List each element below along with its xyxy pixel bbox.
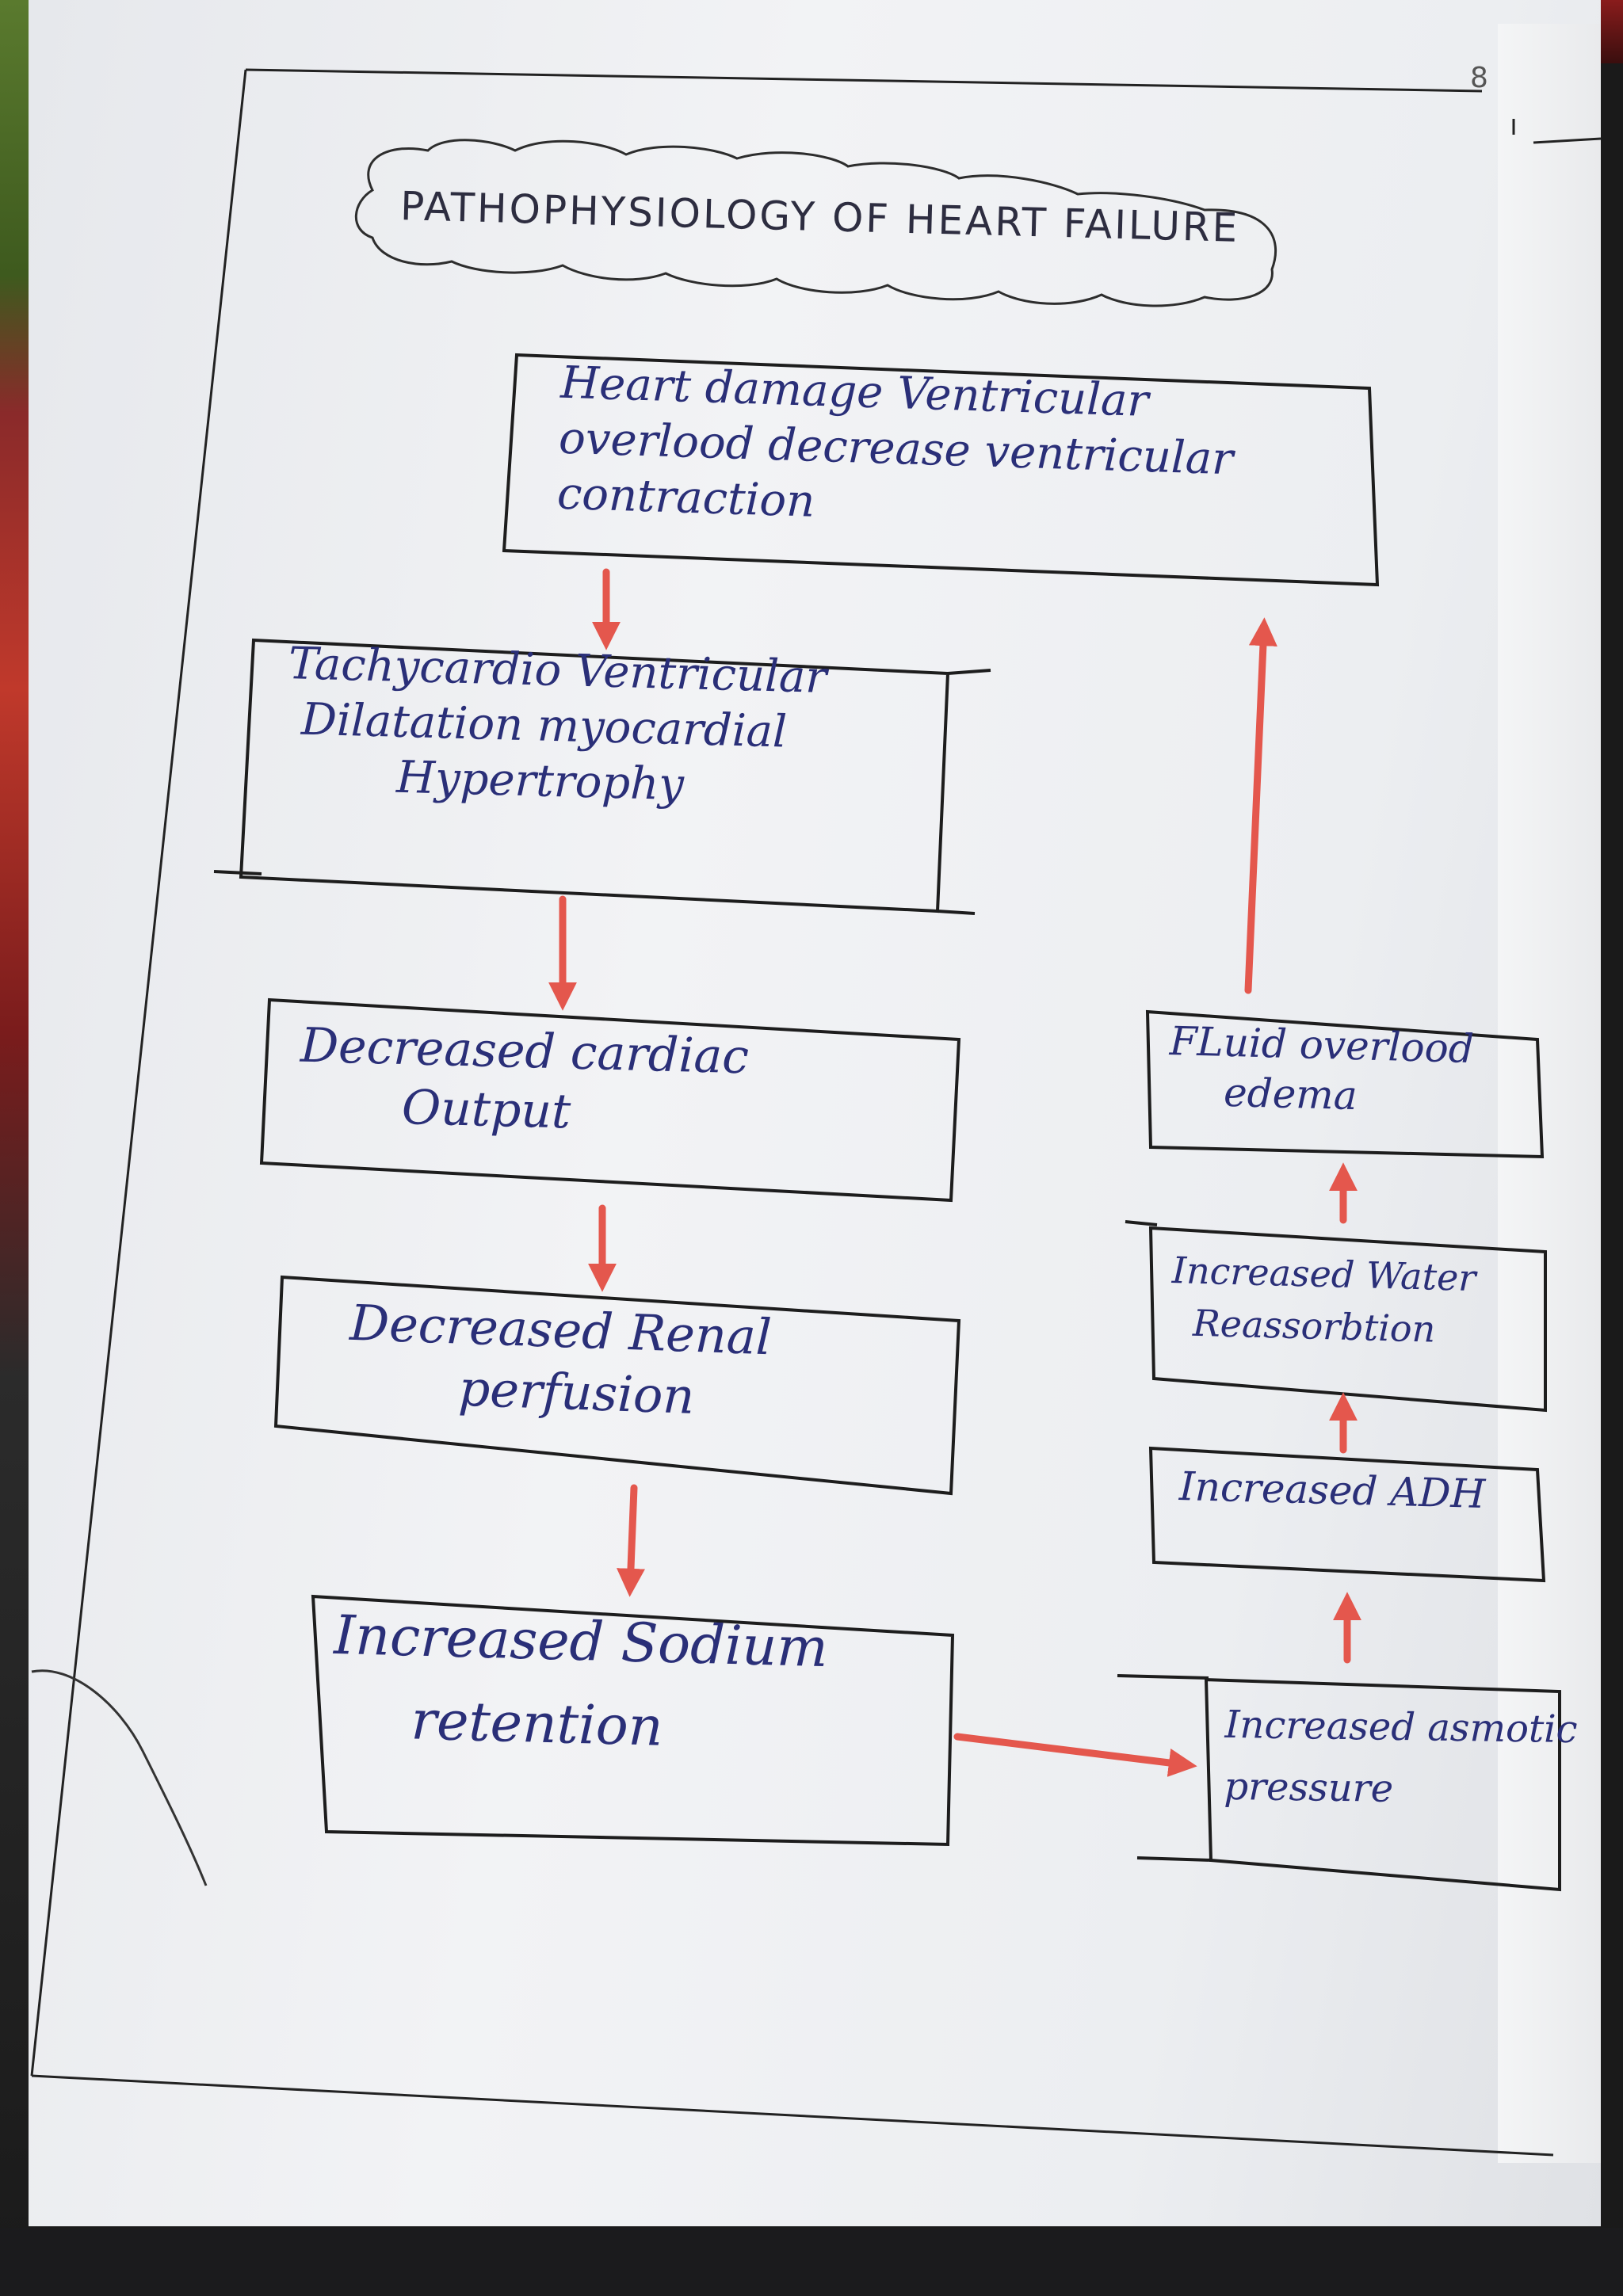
node-osmotic-pressure-line2: pressure (1224, 1764, 1394, 1811)
node-decreased-output-line1: Decreased cardiac (300, 1017, 750, 1085)
node-osmotic-pressure-line1: Increased asmotic (1224, 1702, 1578, 1753)
arrow-fluid-to-heart (1244, 617, 1277, 994)
node-decreased-output: Decreased cardiac Output (298, 1016, 750, 1147)
flow-arrows (548, 568, 1361, 1777)
node-fluid-overload-line2: edema (1223, 1069, 1358, 1119)
node-renal-perfusion: Decreased Renal perfusion (346, 1292, 773, 1429)
node-water-reabsorption-line2: Reassorbtion (1192, 1301, 1436, 1351)
node-fluid-overload-line1: FLuid overlood (1169, 1017, 1475, 1073)
arrow-renal-to-sodium (617, 1484, 645, 1597)
node-sodium-retention-line2: retention (410, 1689, 664, 1759)
margin-doodle (31, 1669, 208, 1886)
page-border (30, 68, 1602, 2157)
node-water-reabsorption: Increased Water Reassorbtion (1170, 1248, 1476, 1353)
box-adh (1148, 1446, 1546, 1583)
page-number: 8 (1470, 62, 1488, 94)
notebook-page (29, 0, 1601, 2226)
node-sodium-retention: Increased Sodium retention (331, 1602, 829, 1765)
box-decreased-output (259, 997, 961, 1203)
title-cloud (354, 139, 1277, 307)
background-bottom (0, 2228, 1623, 2296)
box-osmotic-pressure (1204, 1677, 1561, 1892)
adjacent-page-edge (1498, 24, 1601, 2163)
node-adh-line1: Increased ADH (1178, 1463, 1486, 1518)
node-tachycardio: Tachycardio Ventricular Dilatation myoca… (285, 636, 827, 817)
node-adh: Increased ADH (1178, 1462, 1486, 1520)
node-heart-damage: Heart damage Ventricular overlood decrea… (556, 356, 1235, 543)
node-renal-perfusion-line2: perfusion (457, 1359, 696, 1425)
box-renal-perfusion (273, 1275, 961, 1496)
box-sodium-retention (311, 1594, 955, 1847)
node-decreased-output-line2: Output (401, 1079, 572, 1140)
box-water-reabsorption (1148, 1226, 1547, 1413)
arrow-sodium-to-osmotic (953, 1733, 1197, 1777)
box-heart-damage (502, 353, 1380, 587)
box-outlines (213, 353, 1561, 1892)
node-water-reabsorption-line1: Increased Water (1171, 1249, 1477, 1300)
node-osmotic-pressure: Increased asmotic pressure (1224, 1701, 1578, 1815)
node-fluid-overload: FLuid overlood edema (1167, 1016, 1474, 1123)
node-sodium-retention-line1: Increased Sodium (333, 1604, 829, 1680)
node-tachycardio-line3: Hypertrophy (395, 751, 685, 811)
box-fluid-overload (1145, 1009, 1545, 1159)
